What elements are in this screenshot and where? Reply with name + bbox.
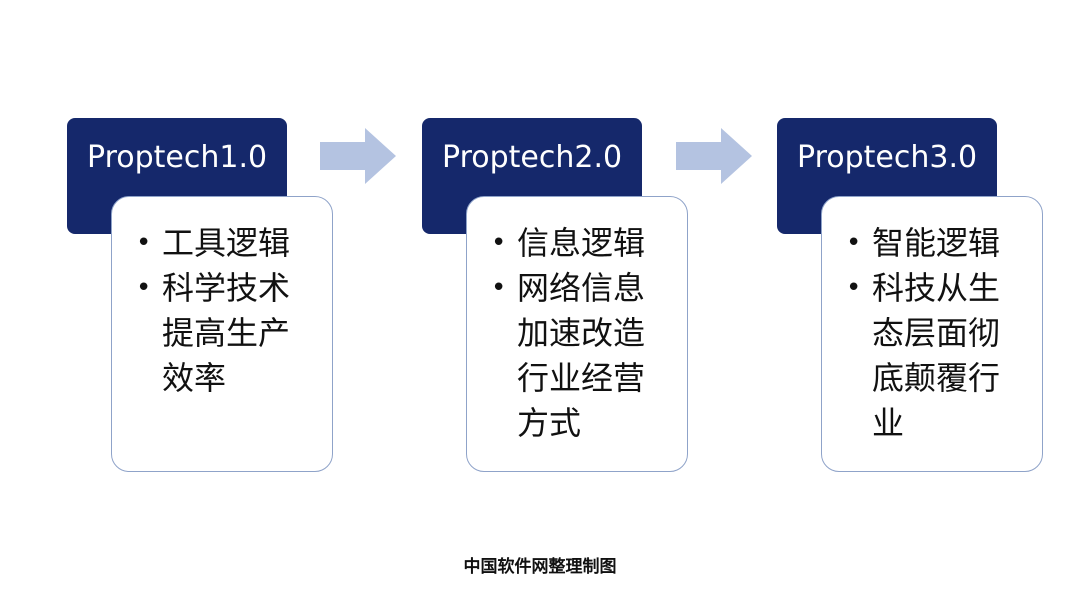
stage-2-bullet-2-text: 网络信息加速改造行业经营方式 — [517, 269, 646, 442]
stage-1-content: • 工具逻辑 • 科学技术提高生产效率 — [111, 196, 333, 472]
stage-3-bullet-2: • 科技从生态层面彻底颠覆行业 — [846, 266, 1030, 446]
arrow-shape — [320, 128, 396, 184]
stage-1-title: Proptech1.0 — [87, 140, 268, 175]
bullet-dot: • — [136, 273, 152, 303]
bullet-dot: • — [136, 228, 152, 258]
stage-2-bullet-1: • 信息逻辑 — [491, 221, 675, 266]
stage-2-bullet-1-text: 信息逻辑 — [517, 224, 646, 262]
stage-3-content: • 智能逻辑 • 科技从生态层面彻底颠覆行业 — [821, 196, 1043, 472]
stage-1-bullet-2: • 科学技术提高生产效率 — [136, 266, 320, 401]
right-arrow-icon — [676, 128, 752, 184]
bullet-dot: • — [846, 273, 862, 303]
bullet-dot: • — [846, 228, 862, 258]
stage-3-bullet-2-text: 科技从生态层面彻底颠覆行业 — [872, 269, 1001, 442]
stage-3-title: Proptech3.0 — [797, 140, 978, 175]
stage-1-bullet-1-text: 工具逻辑 — [162, 224, 291, 262]
bullet-dot: • — [491, 228, 507, 258]
arrow-shape — [676, 128, 752, 184]
stage-2-content: • 信息逻辑 • 网络信息加速改造行业经营方式 — [466, 196, 688, 472]
bullet-dot: • — [491, 273, 507, 303]
stage-2-title: Proptech2.0 — [442, 140, 623, 175]
stage-1-bullet-1: • 工具逻辑 — [136, 221, 320, 266]
figure-caption: 中国软件网整理制图 — [463, 557, 617, 577]
stage-2-bullet-2: • 网络信息加速改造行业经营方式 — [491, 266, 675, 446]
stage-3-bullet-1: • 智能逻辑 — [846, 221, 1030, 266]
right-arrow-icon — [320, 128, 396, 184]
stage-1-bullet-2-text: 科学技术提高生产效率 — [162, 269, 291, 397]
stage-3-bullet-1-text: 智能逻辑 — [872, 224, 1001, 262]
